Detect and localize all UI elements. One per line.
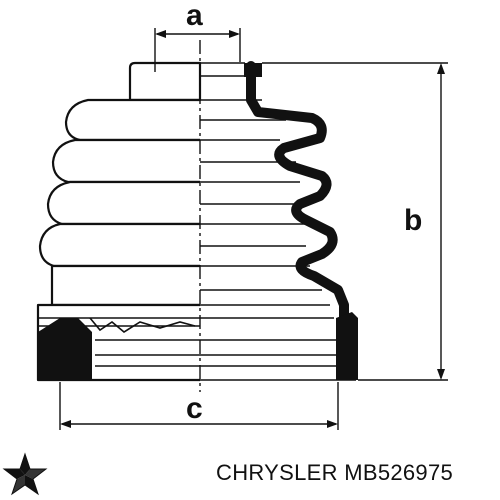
dimension-b-label: b — [404, 204, 423, 237]
rubber-wall-profile — [246, 61, 349, 335]
part-number-caption: CHRYSLER MB526975 — [216, 460, 454, 485]
bellows-ridge-3 — [46, 180, 200, 226]
clamp-block-right — [336, 312, 358, 380]
chrysler-pentastar-icon — [2, 452, 48, 496]
dimension-c-label: c — [186, 392, 203, 425]
bellows-ridge-2 — [51, 138, 200, 184]
dimension-a — [154, 28, 241, 72]
bellows-ridge-1 — [64, 98, 200, 142]
rubber-neck — [244, 63, 262, 77]
boot-neck — [128, 61, 202, 102]
dimension-a-label: a — [186, 0, 203, 32]
boot-skirt — [50, 264, 200, 307]
dimension-c — [59, 382, 339, 430]
dimension-b — [262, 62, 448, 381]
bellows-ridge-4 — [38, 222, 200, 268]
clamp-block-left — [38, 318, 92, 380]
